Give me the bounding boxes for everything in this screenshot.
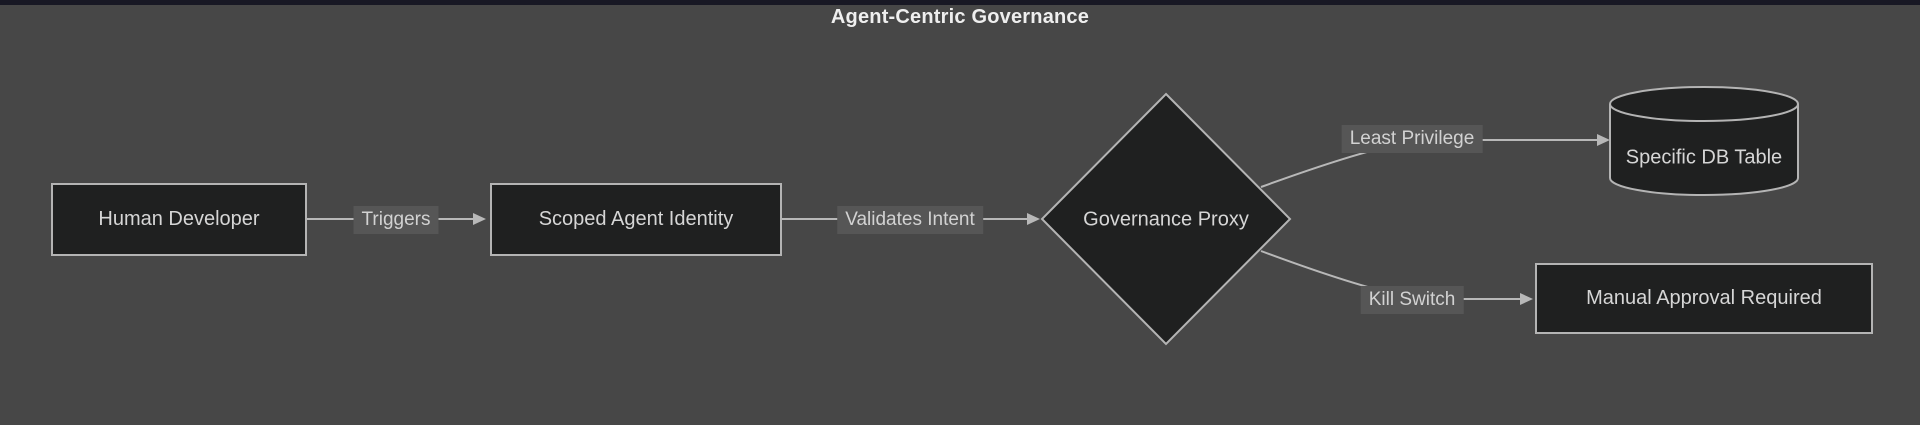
node-specific-db-table-label: Specific DB Table <box>1625 146 1783 169</box>
edge-validates-intent-arrowhead-icon <box>1027 213 1040 225</box>
diagram-title: Agent-Centric Governance <box>830 6 1090 28</box>
node-specific-db-table-cylinder-body <box>1609 104 1799 196</box>
edge-label-triggers: Triggers <box>353 206 439 234</box>
edge-kill-switch-arrowhead-icon <box>1520 293 1533 305</box>
node-scoped-agent-identity: Scoped Agent Identity <box>490 183 782 256</box>
node-label: Scoped Agent Identity <box>538 208 734 230</box>
node-governance-proxy-diamond <box>1040 92 1292 346</box>
edge-label-least-privilege: Least Privilege <box>1341 125 1483 153</box>
node-human-developer: Human Developer <box>51 183 307 256</box>
top-window-strip <box>0 0 1920 5</box>
node-specific-db-table-cylinder-top <box>1609 86 1799 122</box>
edge-label-kill-switch: Kill Switch <box>1360 286 1464 314</box>
node-label: Human Developer <box>98 208 260 230</box>
edge-triggers-arrowhead-icon <box>473 213 486 225</box>
node-manual-approval-required: Manual Approval Required <box>1535 263 1873 334</box>
edge-least-privilege-arrowhead-icon <box>1597 134 1610 146</box>
edge-label-validates-intent: Validates Intent <box>837 206 983 234</box>
node-governance-proxy-label: Governance Proxy <box>1083 208 1249 231</box>
node-label: Manual Approval Required <box>1586 287 1822 309</box>
